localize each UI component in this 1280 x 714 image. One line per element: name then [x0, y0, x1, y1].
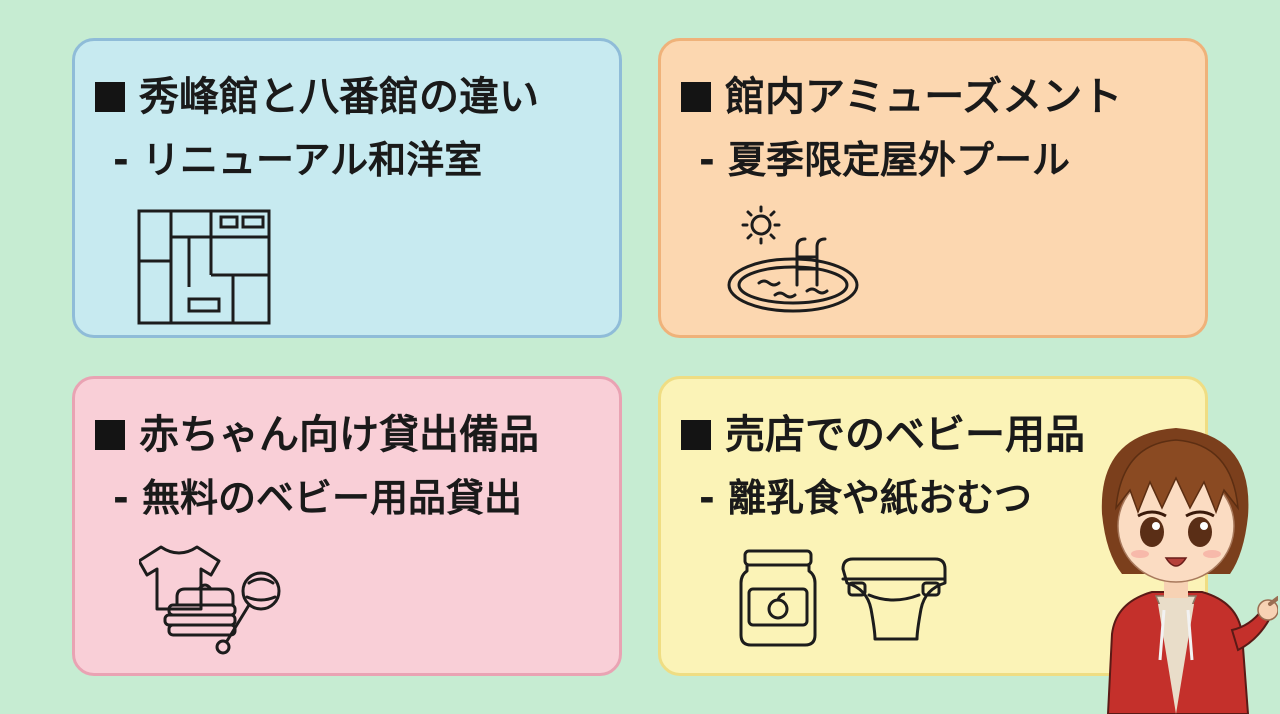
square-bullet-icon	[681, 82, 711, 112]
card-subtitle: - 夏季限定屋外プール	[699, 138, 1071, 182]
square-bullet-icon	[95, 82, 125, 112]
card-title: 赤ちゃん向け貸出備品	[95, 411, 619, 459]
card-title-text: 赤ちゃん向け貸出備品	[139, 412, 539, 458]
diaper-icon	[841, 557, 947, 641]
pointing-anime-boy-illustration	[1101, 428, 1278, 714]
baby-food-jar-icon	[739, 549, 817, 647]
square-bullet-icon	[681, 420, 711, 450]
card-subtitle: - リニューアル和洋室	[113, 138, 483, 182]
floor-plan-icon	[137, 209, 271, 325]
card-room-differences: 秀峰館と八番館の違い - リニューアル和洋室	[72, 38, 622, 338]
card-title-text: 売店でのベビー用品	[725, 412, 1085, 458]
card-title-text: 館内アミューズメント	[725, 74, 1123, 120]
baby-clothes-rattle-icon	[139, 545, 281, 655]
card-title: 館内アミューズメント	[681, 73, 1205, 121]
outdoor-pool-icon	[727, 205, 859, 313]
card-amusement: 館内アミューズメント - 夏季限定屋外プール	[658, 38, 1208, 338]
square-bullet-icon	[95, 420, 125, 450]
card-baby-rentals: 赤ちゃん向け貸出備品 - 無料のベビー用品貸出	[72, 376, 622, 676]
card-title: 売店でのベビー用品	[681, 411, 1205, 459]
card-subtitle: - 無料のベビー用品貸出	[113, 476, 523, 520]
card-subtitle: - 離乳食や紙おむつ	[699, 476, 1033, 520]
card-title-text: 秀峰館と八番館の違い	[139, 74, 539, 120]
card-title: 秀峰館と八番館の違い	[95, 73, 619, 121]
